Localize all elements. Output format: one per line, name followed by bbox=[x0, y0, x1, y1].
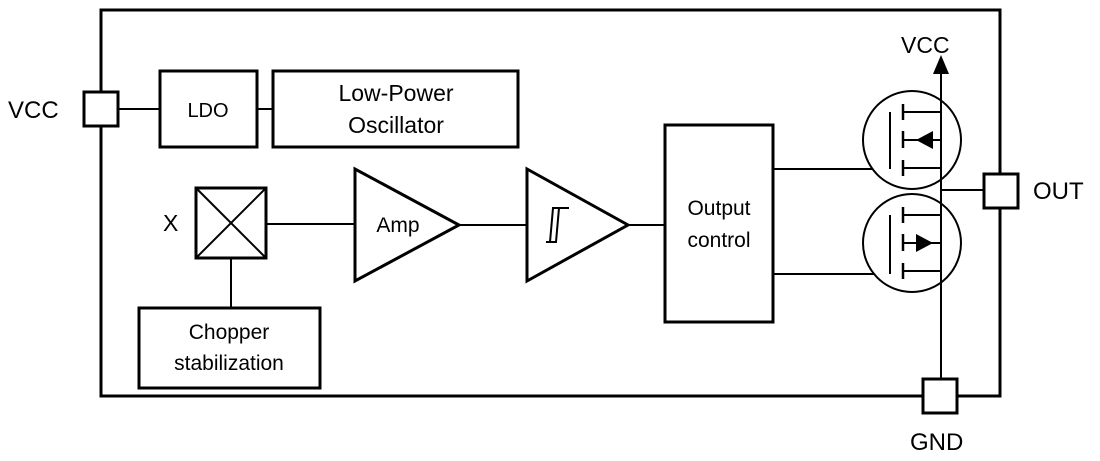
ldo-label: LDO bbox=[187, 100, 228, 122]
upper-transistor-icon bbox=[862, 90, 962, 190]
out-pin-label: OUT bbox=[1033, 178, 1084, 205]
gnd-pin-box bbox=[921, 377, 959, 415]
oscillator-block bbox=[271, 69, 520, 149]
amp-label: Amp bbox=[376, 214, 419, 237]
vcc-pin-box bbox=[82, 90, 120, 128]
gnd-pin-label: GND bbox=[910, 429, 963, 456]
hall-element-label: X bbox=[163, 210, 178, 236]
output-control-label-line1: Output bbox=[687, 197, 750, 220]
output-control-label-line2: control bbox=[687, 229, 750, 252]
hysteresis-icon bbox=[546, 207, 569, 243]
chopper-block bbox=[137, 306, 322, 390]
lower-transistor-icon bbox=[862, 193, 962, 293]
vcc-output-label: VCC bbox=[901, 32, 950, 58]
schmitt-trigger-triangle bbox=[525, 166, 632, 284]
oscillator-label-line2: Oscillator bbox=[348, 112, 444, 138]
out-pin-box bbox=[982, 172, 1020, 210]
hall-element bbox=[194, 186, 268, 260]
vcc-input-label: VCC bbox=[8, 97, 59, 124]
vcc-arrow-icon bbox=[933, 55, 949, 74]
output-control-block bbox=[663, 123, 775, 324]
chopper-label-line1: Chopper bbox=[189, 321, 270, 344]
ldo-block bbox=[158, 69, 259, 149]
chopper-label-line2: stabilization bbox=[174, 352, 284, 375]
amp-triangle bbox=[353, 166, 463, 284]
oscillator-label-line1: Low-Power bbox=[338, 80, 453, 106]
